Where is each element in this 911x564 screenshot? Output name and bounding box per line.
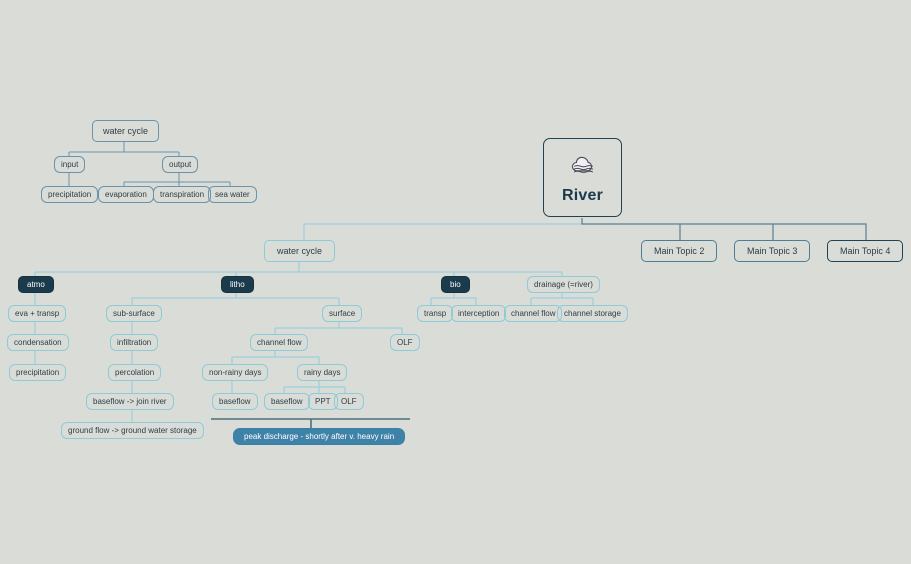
node-label: output [169, 159, 192, 169]
node-litho[interactable]: litho [221, 276, 254, 293]
node-infiltration[interactable]: infiltration [110, 334, 159, 351]
node-label: channel flow [257, 337, 302, 347]
summary-bracket [211, 418, 410, 428]
node-label: condensation [14, 337, 62, 347]
node-label: input [61, 159, 79, 169]
node-label: sea water [215, 189, 250, 199]
node-label: non-rainy days [209, 367, 262, 377]
node-label: precipitation [16, 367, 60, 377]
node-main-topic-4[interactable]: Main Topic 4 [827, 240, 904, 262]
node-label: baseflow -> join river [93, 396, 167, 406]
node-olf-rainy[interactable]: OLF [334, 393, 364, 410]
node-label: surface [329, 308, 356, 318]
node-label: atmo [27, 279, 45, 289]
node-precipitation-input[interactable]: precipitation [41, 186, 99, 203]
node-atmo[interactable]: atmo [18, 276, 54, 293]
node-label: channel flow [511, 308, 556, 318]
node-label: water cycle [103, 125, 149, 136]
node-ground-flow-storage[interactable]: ground flow -> ground water storage [61, 422, 204, 439]
node-drainage[interactable]: drainage (=river) [527, 276, 600, 293]
node-label: OLF [397, 337, 413, 347]
node-condensation[interactable]: condensation [7, 334, 69, 351]
node-label: Main Topic 2 [654, 245, 705, 256]
node-label: litho [230, 279, 245, 289]
node-interception[interactable]: interception [451, 305, 507, 322]
node-label: water cycle [277, 245, 323, 256]
node-label: interception [458, 308, 500, 318]
node-ppt[interactable]: PPT [308, 393, 338, 410]
node-label: channel storage [564, 308, 621, 318]
node-transpiration[interactable]: transpiration [153, 186, 212, 203]
node-label: Main Topic 4 [840, 245, 891, 256]
central-node-label: River [561, 187, 604, 204]
node-label: Main Topic 3 [747, 245, 798, 256]
node-sea-water[interactable]: sea water [208, 186, 257, 203]
node-channel-flow-drainage[interactable]: channel flow [504, 305, 563, 322]
node-main-topic-3[interactable]: Main Topic 3 [734, 240, 811, 262]
node-olf-surface[interactable]: OLF [390, 334, 420, 351]
node-label: evaporation [105, 189, 147, 199]
node-evaporation[interactable]: evaporation [98, 186, 154, 203]
node-baseflow-join-river[interactable]: baseflow -> join river [86, 393, 174, 410]
node-label: drainage (=river) [534, 279, 593, 289]
node-label: transp [424, 308, 447, 318]
central-node-river[interactable]: River [543, 138, 622, 217]
node-label: OLF [341, 396, 357, 406]
node-transp-bio[interactable]: transp [417, 305, 454, 322]
node-eva-transp[interactable]: eva + transp [8, 305, 67, 322]
node-precipitation-atmo[interactable]: precipitation [9, 364, 67, 381]
node-baseflow-non-rainy[interactable]: baseflow [212, 393, 258, 410]
node-output[interactable]: output [162, 156, 199, 173]
node-label: precipitation [48, 189, 92, 199]
node-main-topic-2[interactable]: Main Topic 2 [641, 240, 718, 262]
node-label: rainy days [304, 367, 341, 377]
node-percolation[interactable]: percolation [108, 364, 162, 381]
node-non-rainy-days[interactable]: non-rainy days [202, 364, 269, 381]
node-channel-flow-surface[interactable]: channel flow [250, 334, 309, 351]
node-label: infiltration [117, 337, 152, 347]
node-input[interactable]: input [54, 156, 86, 173]
node-channel-storage[interactable]: channel storage [557, 305, 628, 322]
node-label: transpiration [160, 189, 205, 199]
node-label: percolation [115, 367, 155, 377]
node-peak-discharge[interactable]: peak discharge - shortly after v. heavy … [233, 428, 406, 445]
node-top-water-cycle[interactable]: water cycle [92, 120, 160, 142]
node-sub-surface[interactable]: sub-surface [106, 305, 162, 322]
node-bio[interactable]: bio [441, 276, 470, 293]
node-label: bio [450, 279, 461, 289]
node-main-water-cycle[interactable]: water cycle [264, 240, 336, 262]
node-label: baseflow [271, 396, 303, 406]
node-label: peak discharge - shortly after v. heavy … [244, 431, 395, 441]
node-label: sub-surface [113, 308, 155, 318]
node-surface[interactable]: surface [322, 305, 363, 322]
node-label: eva + transp [15, 308, 60, 318]
node-label: ground flow -> ground water storage [68, 425, 197, 435]
node-label: PPT [315, 396, 331, 406]
node-rainy-days[interactable]: rainy days [297, 364, 348, 381]
node-baseflow-rainy[interactable]: baseflow [264, 393, 310, 410]
node-label: baseflow [219, 396, 251, 406]
fog-cloud-icon [566, 150, 600, 181]
